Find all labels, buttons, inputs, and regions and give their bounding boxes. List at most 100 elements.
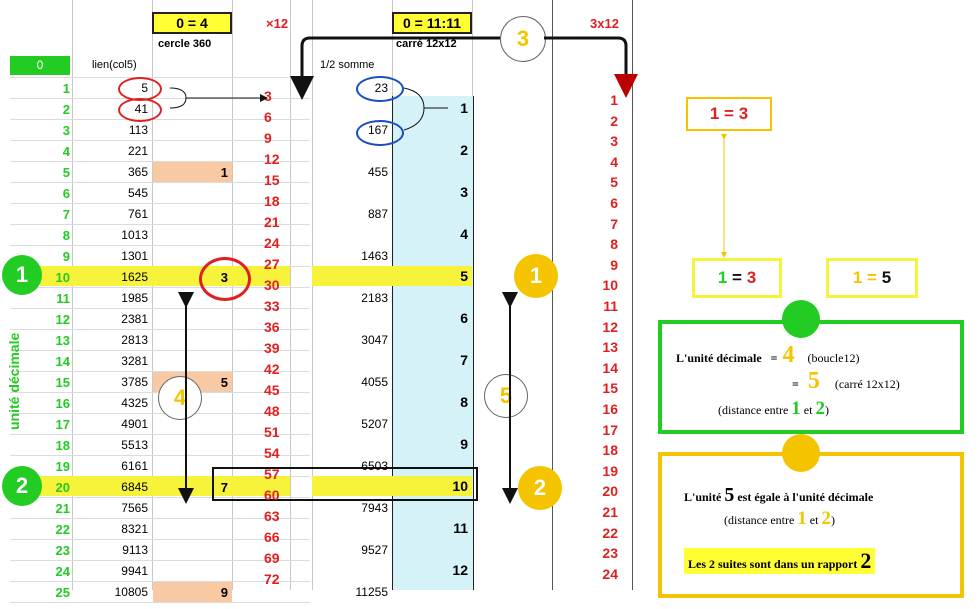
green-line-1: L'unité décimale = 4 (boucle12): [676, 342, 860, 369]
explanation-panel: 1 = 3 1 = 3 1 = 5 L'unité décimale = 4 (…: [640, 0, 980, 609]
row-number: 25: [55, 585, 70, 600]
grid-line: [10, 413, 310, 414]
grid-line: [10, 602, 310, 603]
right-value: 12: [602, 318, 618, 335]
row-number: 16: [55, 396, 70, 411]
row-number: 14: [55, 354, 70, 369]
right-value: 6: [610, 195, 618, 211]
top-box-eq: =: [719, 104, 739, 123]
x3-value: 54: [264, 445, 280, 461]
lien-value: 6161: [121, 459, 148, 473]
lien-value: 5513: [121, 438, 148, 452]
lien-value: 1625: [121, 270, 148, 284]
lien-value: 1985: [121, 291, 148, 305]
row-number: 8: [62, 228, 70, 243]
row-number: 15: [55, 375, 70, 390]
carre-value: 9: [460, 436, 468, 452]
oval-41: [118, 98, 162, 122]
carre-value: 10: [452, 478, 468, 494]
row-number: 10: [55, 270, 70, 285]
oval-3: [199, 257, 251, 301]
col3-mark: 9: [220, 585, 228, 600]
lien-value: 9941: [121, 564, 148, 578]
somme-value: 455: [367, 165, 388, 179]
col-somme-header: 1/2 somme: [320, 59, 375, 71]
x3-value: 12: [264, 151, 280, 167]
box-l-eq: =: [727, 268, 747, 287]
green-l2-note: (carré 12x12): [834, 377, 900, 391]
grid-line: [290, 0, 291, 590]
oval-23: [356, 76, 404, 102]
lien-value: 221: [127, 144, 148, 158]
x3-value: 27: [264, 256, 280, 272]
row-number: 19: [55, 459, 70, 474]
grid-line: [10, 203, 310, 204]
x3-value: 57: [264, 466, 280, 482]
right-value: 18: [602, 442, 618, 459]
yellow-l1-pre: L'unité: [684, 490, 722, 504]
right-value: 1: [610, 92, 618, 108]
somme-value: 1463: [361, 249, 388, 263]
green-l1-num: 4: [782, 342, 795, 368]
grid-line: [10, 581, 310, 582]
right-value: 5: [610, 174, 618, 191]
box-l-a: 1: [717, 268, 728, 287]
yellow-line-2: (distance entre 1 et 2): [724, 508, 835, 530]
x3-value: 66: [264, 529, 280, 545]
right-value: 9: [610, 256, 618, 273]
lien-value: 761: [127, 207, 148, 221]
annotation-arrows: [169, 36, 638, 504]
green-l3-a: 1: [791, 398, 801, 419]
x3-value: 9: [264, 130, 272, 146]
grid-line: [10, 140, 310, 141]
grid-line: [10, 371, 310, 372]
right-value: 4: [610, 153, 618, 170]
row-number: 11: [56, 291, 70, 306]
green-l2-num: 5: [807, 368, 820, 394]
box-1-equals-3: 1 = 3: [692, 258, 782, 298]
somme-value: 7943: [361, 501, 388, 515]
lien-value: 365: [127, 165, 148, 179]
row-number: 24: [55, 564, 70, 579]
col3-mark: 7: [220, 480, 228, 495]
spreadsheet: 0 = 4 ×12 cercle 360 0 = 11:11 carré 12x…: [2, 0, 638, 603]
lien-value: 4901: [121, 417, 148, 431]
grid-line: [72, 0, 73, 590]
green-l1-note: (boucle12): [807, 351, 860, 365]
carre-value: 6: [460, 310, 468, 326]
header-x12: ×12: [266, 16, 289, 31]
carre-value: 2: [460, 142, 468, 158]
green-l3-pre: (distance entre: [718, 403, 789, 417]
row-20-frame: [212, 467, 478, 501]
x3-value: 63: [264, 508, 280, 524]
right-value: 20: [602, 483, 618, 500]
grid-line: [10, 98, 310, 99]
header-sub-cercle: cercle 360: [158, 38, 212, 50]
carre-value: 11: [453, 520, 468, 536]
somme-value: 2183: [361, 291, 388, 305]
right-value: 3: [610, 133, 618, 150]
box-r-a: 1: [852, 268, 863, 287]
peach-cell: [153, 162, 232, 182]
green-line-3: (distance entre 1 et 2): [718, 398, 829, 420]
lien-value: 9113: [122, 543, 148, 557]
carre-value: 12: [452, 562, 468, 578]
col3-mark: 5: [220, 375, 228, 390]
connector-vertical: [721, 134, 727, 258]
right-value: 2: [610, 112, 618, 129]
green-marker-2: 2: [2, 466, 42, 506]
x3-value: 72: [264, 571, 280, 587]
highlight-row-10-right: [312, 266, 472, 286]
grid-line: [10, 350, 310, 351]
somme-value: 11255: [355, 585, 388, 599]
carre-value: 1: [460, 100, 468, 116]
right-value: 24: [602, 565, 618, 582]
right-value: 21: [602, 504, 618, 520]
row-number: 12: [55, 312, 70, 327]
lien-value: 2381: [121, 312, 148, 326]
row-number: 6: [62, 186, 70, 201]
right-value: 13: [602, 339, 618, 356]
top-box-a: 1: [709, 104, 720, 123]
grid-line: [10, 560, 310, 561]
yellow-l2-pre: (distance entre: [724, 513, 795, 527]
